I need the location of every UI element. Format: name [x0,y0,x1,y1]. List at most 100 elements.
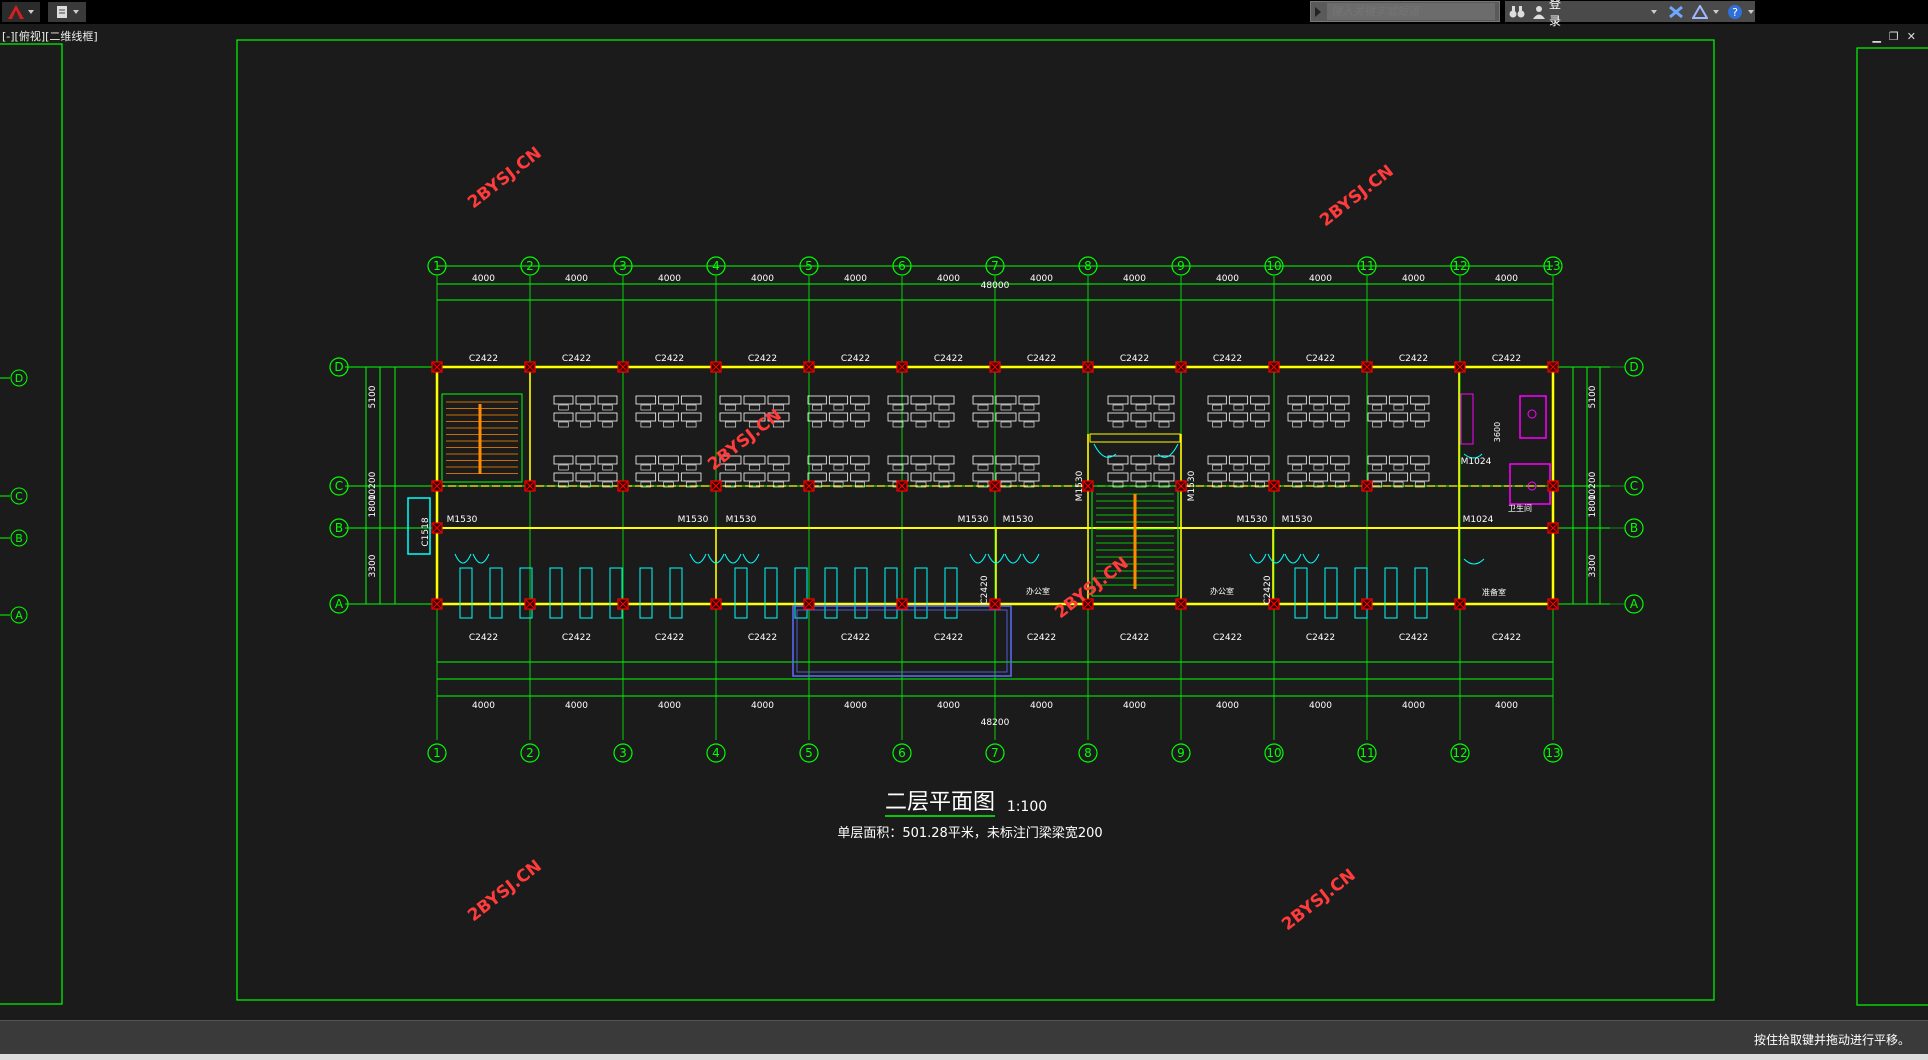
axis-label: D [1629,360,1638,374]
chair [1313,421,1324,428]
window-tag-bottom: C2422 [748,633,777,643]
right-dimension: 1800 [1588,494,1598,517]
window-tag-top: C2422 [1399,354,1428,364]
desk [1410,472,1430,482]
login-link[interactable]: 登录 [1549,0,1562,28]
cabinet [854,567,868,619]
chair [558,481,569,488]
desk [910,395,932,405]
chair [602,481,613,488]
app-menu-button[interactable] [2,2,40,22]
svg-text:?: ? [1732,6,1738,19]
desk [1228,472,1249,482]
door-tag: M1530 [447,515,478,525]
axis-bubble [985,743,1005,763]
desk [1367,395,1387,405]
chair [1112,464,1124,471]
span-dimension-bottom: 4000 [658,701,681,711]
restore-icon[interactable]: ❐ [1888,30,1899,43]
column-cross [1362,599,1372,609]
chair [1313,464,1324,471]
axis-label: B [335,521,343,535]
help-icon[interactable]: ? [1727,4,1743,20]
expand-arrow-icon[interactable] [1315,7,1321,17]
column-cross [990,481,1000,491]
exchange-apps-icon[interactable] [1668,5,1684,19]
chevron-down-icon[interactable] [1650,8,1658,16]
cabinet [639,567,653,619]
bottom-strip [0,1054,1928,1060]
desk [719,412,742,422]
column-cross [525,481,535,491]
axis-label: 12 [1452,746,1467,760]
chair [1233,404,1244,411]
chair [748,404,761,411]
chair [558,404,569,411]
cabinet [824,567,838,619]
binoculars-icon[interactable] [1509,5,1525,19]
column-cross [804,362,814,372]
window-tag-top: C2422 [934,354,963,364]
cabinet [609,567,623,619]
column-cross [618,599,628,609]
chair [748,464,761,471]
desk [680,395,702,405]
desk [1410,455,1430,465]
chair [854,481,865,488]
chair [1158,404,1170,411]
chair [977,481,989,488]
axis-bubble [1264,256,1284,276]
desk [828,472,849,482]
chair [748,481,761,488]
desk [635,472,657,482]
corridor-doors [454,443,1320,564]
chair [1023,464,1035,471]
chair [1000,464,1012,471]
span-dimension-top: 4000 [751,274,774,284]
cabinet [669,567,683,619]
desk [767,412,790,422]
axis-bubble [520,256,540,276]
chair [1158,421,1170,428]
chevron-down-icon [72,10,79,14]
quick-access-button[interactable] [48,2,86,22]
chair [812,404,823,411]
span-dimension-bottom: 4000 [1030,701,1053,711]
close-icon[interactable]: ✕ [1906,30,1916,43]
chair [1135,404,1147,411]
desk [743,472,766,482]
desk [597,412,618,422]
search-input[interactable] [1327,3,1495,20]
window-tag-bottom: C2422 [655,633,684,643]
axis-label: 1 [433,746,441,760]
window-tag-bottom: C2422 [1213,633,1242,643]
desk [850,395,870,405]
desk [887,455,909,465]
autodesk-a360-icon[interactable] [1691,4,1708,19]
desk [1107,412,1129,422]
desk [597,455,618,465]
window-tag-mid: C2420 [980,575,990,604]
axis-bubble [799,743,819,763]
user-icon[interactable] [1533,5,1545,19]
chevron-down-icon [28,10,34,14]
total-dimension-bottom: 48200 [981,718,1010,728]
chevron-down-icon[interactable] [1747,8,1755,16]
chevron-down-icon[interactable] [1712,8,1720,16]
desk [767,472,790,482]
axis-label: 2 [526,746,534,760]
chair [1313,404,1324,411]
window-tag-top: C2422 [562,354,591,364]
chair [580,481,591,488]
drawing-canvas[interactable]: D C B A 11223344556677889910101111121213… [0,24,1928,1020]
chair [580,464,591,471]
chair [1393,421,1404,428]
axis-bubble [1078,256,1098,276]
search-box[interactable] [1310,1,1500,22]
minimize-icon[interactable]: ▁ [1872,30,1881,43]
axis-label: 6 [898,746,906,760]
viewport-label[interactable]: [-][俯视][二维线框] [2,30,98,43]
door-swing [1093,443,1117,458]
window-tag-top: C2422 [1120,354,1149,364]
